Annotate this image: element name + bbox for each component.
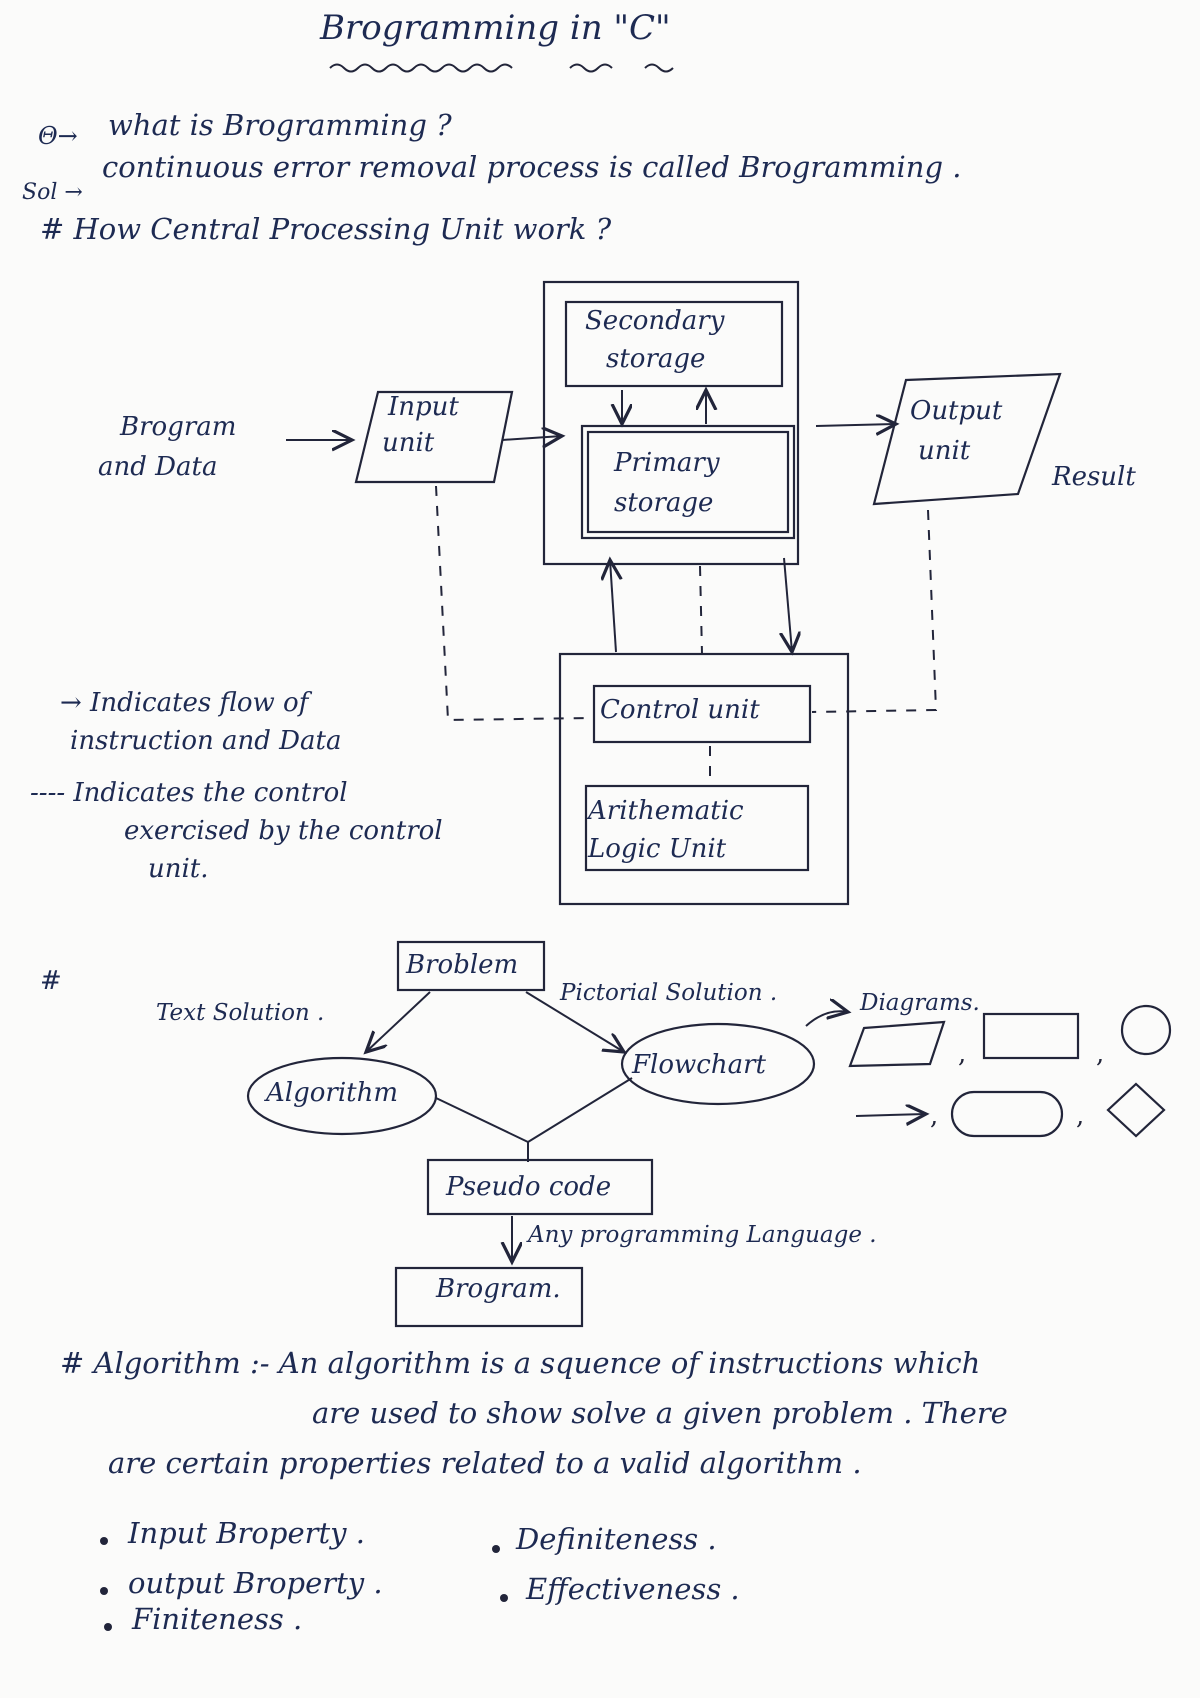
program-and-data-label-1: Brogram bbox=[120, 412, 237, 442]
pseudo-code-box bbox=[426, 1158, 654, 1216]
terminal-symbol bbox=[950, 1090, 1064, 1138]
pictorial-solution-label: Pictorial Solution . bbox=[560, 980, 778, 1006]
question-text: what is Brogramming ? bbox=[108, 108, 452, 142]
question-marker: Θ→ bbox=[38, 122, 78, 150]
legend-arrow-text-2: instruction and Data bbox=[70, 726, 342, 756]
circle-symbol bbox=[1120, 1004, 1172, 1056]
output-unit-label-2: unit bbox=[918, 436, 971, 466]
cpu-heading: # How Central Processing Unit work ? bbox=[40, 212, 612, 246]
pseudo-code-label: Pseudo code bbox=[446, 1172, 612, 1202]
property-item: Input Broperty . bbox=[128, 1516, 365, 1550]
input-unit-label-2: unit bbox=[382, 428, 435, 458]
bullet-icon bbox=[492, 1545, 500, 1553]
secondary-storage-box bbox=[564, 300, 784, 388]
legend-dash-text-3: unit. bbox=[148, 854, 209, 884]
primary-storage-box bbox=[580, 424, 796, 540]
primary-storage-inner-box bbox=[586, 430, 790, 534]
control-unit-box bbox=[592, 684, 812, 744]
program-label: Brogram. bbox=[436, 1274, 561, 1304]
problem-to-algorithm-arrow bbox=[366, 991, 431, 1052]
problem-box bbox=[396, 940, 546, 992]
section-hash: # bbox=[40, 966, 62, 996]
diamond-symbol bbox=[1106, 1082, 1166, 1138]
problem-to-flowchart-arrow bbox=[525, 991, 624, 1052]
input-to-storage-arrow bbox=[501, 436, 562, 440]
legend-dash-text-1: ---- Indicates the control bbox=[30, 778, 348, 808]
problem-label: Broblem bbox=[406, 950, 519, 980]
property-item: output Broperty . bbox=[128, 1566, 383, 1600]
algorithm-def-line-3: are certain properties related to a vali… bbox=[108, 1446, 862, 1480]
text-solution-label: Text Solution . bbox=[156, 1000, 325, 1026]
program-and-data-label-2: and Data bbox=[98, 452, 218, 482]
rectangle-symbol bbox=[982, 1012, 1080, 1060]
comma-mark: , bbox=[958, 1039, 966, 1069]
control-unit-label: Control unit bbox=[600, 695, 760, 725]
secondary-storage-label-1: Secondary bbox=[585, 306, 725, 336]
title-underline bbox=[329, 63, 513, 73]
algorithm-label: Algorithm bbox=[266, 1078, 398, 1108]
algorithm-def-line-1: # Algorithm :- An algorithm is a squence… bbox=[60, 1346, 981, 1380]
page-title: Brogramming in "C" bbox=[320, 8, 671, 48]
cpu-outer-box bbox=[558, 652, 850, 906]
title-underline bbox=[569, 63, 613, 73]
legend-dash-text-2: exercised by the control bbox=[124, 816, 443, 846]
title-underline bbox=[644, 63, 674, 73]
bullet-icon bbox=[100, 1537, 108, 1545]
bullet-icon bbox=[104, 1623, 112, 1631]
diagrams-label: Diagrams. bbox=[860, 990, 980, 1016]
input-unit-label-1: Input bbox=[388, 392, 459, 422]
input-control-dash bbox=[435, 485, 591, 722]
storage-to-control-arrow bbox=[784, 557, 792, 652]
arrow-symbol bbox=[855, 1114, 926, 1116]
storage-outer-box bbox=[542, 280, 800, 566]
output-control-dash bbox=[811, 509, 938, 713]
bullet-icon bbox=[500, 1594, 508, 1602]
algorithm-def-line-2: are used to show solve a given problem .… bbox=[312, 1396, 1008, 1430]
flowchart-label: Flowchart bbox=[632, 1050, 766, 1080]
storage-to-output-arrow bbox=[815, 424, 896, 426]
flowchart-ellipse bbox=[620, 1022, 816, 1106]
answer-text: continuous error removal process is call… bbox=[102, 150, 962, 184]
storage-control-dash bbox=[699, 565, 703, 655]
alu-label-1: Arithematic bbox=[588, 796, 744, 826]
output-unit-label-1: Output bbox=[910, 396, 1003, 426]
input-unit-shape bbox=[354, 390, 514, 484]
legend-arrow-text-1: → Indicates flow of bbox=[60, 688, 309, 718]
any-language-label: Any programming Language . bbox=[528, 1222, 877, 1248]
comma-mark: , bbox=[930, 1101, 938, 1131]
comma-mark: , bbox=[1096, 1039, 1104, 1069]
diagrams-pointer-arrow bbox=[805, 1011, 848, 1027]
algorithm-to-pseudo-line bbox=[435, 1097, 529, 1143]
flowchart-to-pseudo-line bbox=[527, 1077, 633, 1143]
program-box bbox=[394, 1266, 584, 1328]
property-item: Definiteness . bbox=[516, 1522, 717, 1556]
primary-storage-label-1: Primary bbox=[614, 448, 720, 478]
property-item: Finiteness . bbox=[132, 1602, 303, 1636]
output-unit-shape bbox=[872, 372, 1062, 506]
answer-marker: Sol → bbox=[22, 180, 83, 205]
property-item: Effectiveness . bbox=[526, 1572, 740, 1606]
parallelogram-symbol bbox=[848, 1020, 946, 1068]
primary-storage-label-2: storage bbox=[614, 488, 714, 518]
algorithm-ellipse bbox=[246, 1056, 438, 1136]
bullet-icon bbox=[100, 1587, 108, 1595]
control-to-storage-arrow bbox=[610, 560, 616, 653]
comma-mark: , bbox=[1076, 1101, 1084, 1131]
alu-box bbox=[584, 784, 810, 872]
secondary-storage-label-2: storage bbox=[606, 344, 706, 374]
alu-label-2: Logic Unit bbox=[588, 834, 727, 864]
result-label: Result bbox=[1052, 462, 1136, 492]
